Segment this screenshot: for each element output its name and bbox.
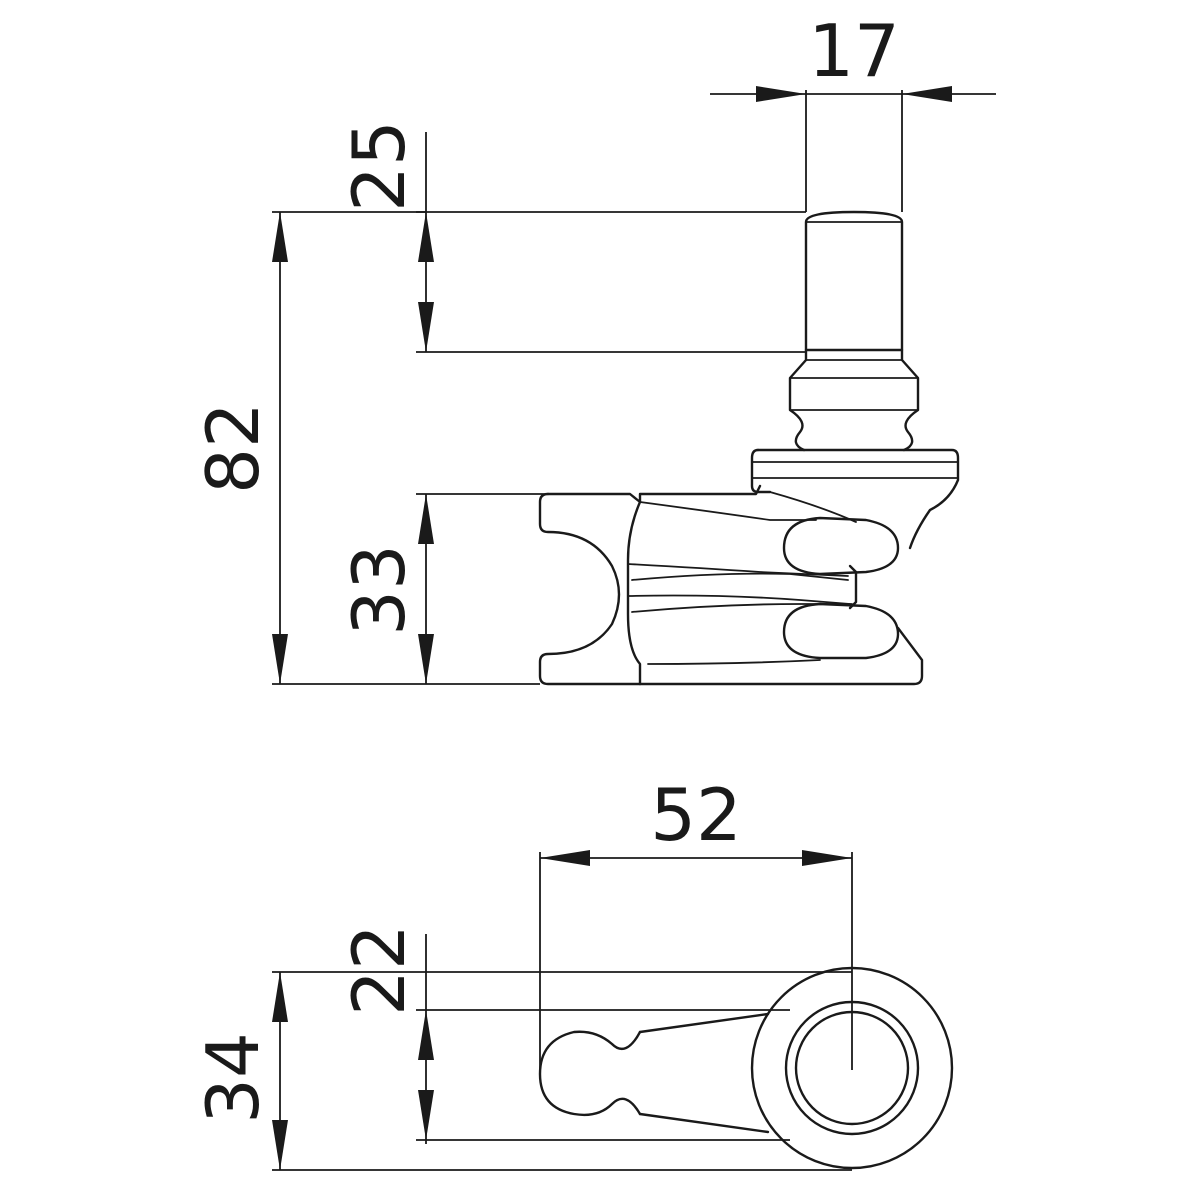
- dim-outer-width: 34: [191, 971, 852, 1171]
- dim-label-inner-width: 22: [337, 924, 421, 1016]
- top-outline: [538, 966, 954, 1170]
- dim-inner-width: 22: [337, 924, 790, 1144]
- base-outline: [538, 484, 924, 686]
- dim-label-pin-diameter: 17: [808, 9, 900, 93]
- dim-label-overall-height: 82: [191, 402, 275, 494]
- side-view: 17 25 82 33: [191, 9, 996, 686]
- dim-label-center-distance: 52: [650, 773, 742, 857]
- top-view: 52 22 34: [191, 773, 954, 1171]
- dim-base-height: 33: [337, 493, 548, 684]
- dim-center-distance: 52: [539, 773, 853, 1074]
- dim-label-base-height: 33: [337, 544, 421, 636]
- dim-label-pin-length: 25: [337, 120, 421, 212]
- dim-label-outer-width: 34: [191, 1032, 275, 1124]
- dim-pin-diameter: 17: [710, 9, 996, 212]
- pin-outline: [788, 210, 920, 452]
- dim-pin-length: 25: [337, 120, 806, 353]
- collar-outline: [750, 448, 960, 550]
- dim-overall-height: 82: [191, 211, 540, 685]
